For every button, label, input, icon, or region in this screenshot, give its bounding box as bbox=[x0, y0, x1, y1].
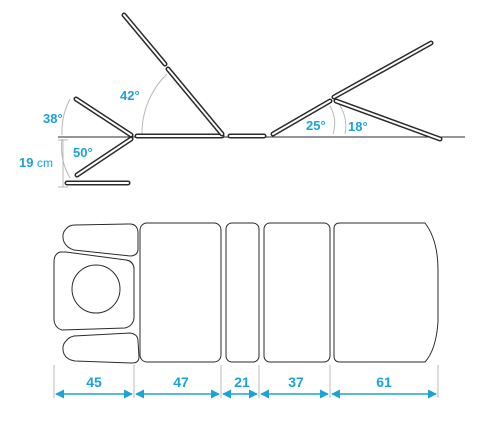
dim-label-47: 47 bbox=[173, 374, 189, 390]
top-view bbox=[53, 222, 439, 364]
label-angle-50: 50° bbox=[73, 145, 93, 160]
dimension-guides bbox=[53, 365, 439, 398]
middle-section-pad bbox=[225, 222, 260, 363]
dim-label-21: 21 bbox=[234, 374, 250, 390]
label-angle-42: 42° bbox=[120, 88, 140, 103]
head-face-pad bbox=[53, 251, 135, 331]
back-section-pad bbox=[139, 222, 222, 363]
side-view: 38° 50° 19 cm 42° 25° 18° bbox=[19, 12, 465, 188]
dim-label-45: 45 bbox=[86, 374, 102, 390]
head-upper-pad bbox=[62, 223, 139, 257]
leg-section-b-pad bbox=[333, 222, 439, 363]
dim-label-37: 37 bbox=[288, 374, 304, 390]
label-angle-18: 18° bbox=[348, 119, 368, 134]
label-angle-38: 38° bbox=[43, 111, 63, 126]
label-height-drop-unit: cm bbox=[37, 156, 53, 170]
arc-18 bbox=[338, 103, 347, 135]
head-lower-pad bbox=[62, 332, 140, 364]
face-hole bbox=[71, 264, 121, 314]
arc-25 bbox=[329, 105, 336, 135]
leg-section-a-pad bbox=[263, 222, 331, 363]
label-height-drop-value: 19 bbox=[19, 155, 33, 170]
arc-38 bbox=[61, 98, 71, 136]
label-angle-25: 25° bbox=[306, 118, 326, 133]
dim-label-61: 61 bbox=[376, 374, 392, 390]
dimension-labels: 45 47 21 37 61 bbox=[86, 374, 392, 390]
arc-42 bbox=[141, 73, 168, 135]
